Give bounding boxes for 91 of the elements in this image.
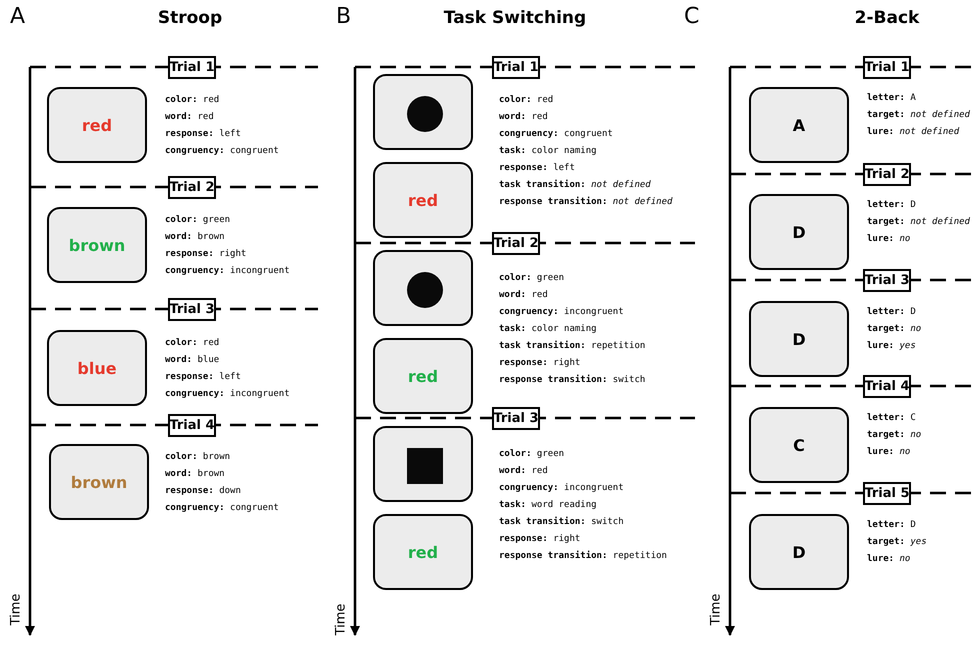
trial-label: Trial 3: [863, 269, 911, 292]
panel-letter: A: [10, 4, 26, 29]
panel-letter: B: [336, 4, 352, 29]
trial-attribute: response: left: [165, 371, 242, 384]
stimulus-word: red: [408, 190, 438, 210]
stimulus-word: A: [792, 116, 806, 134]
stimulus-word: C: [793, 436, 805, 454]
trial-attribute: color: red: [165, 337, 220, 350]
stimulus-screen: [373, 514, 473, 590]
stimulus-word: brown: [70, 472, 128, 492]
trial-attribute: lure: no: [867, 553, 912, 566]
trial-label: Trial 3: [168, 298, 216, 321]
trial-attribute: response: left: [499, 162, 576, 175]
trial-attribute: letter: C: [867, 412, 917, 425]
filled-square: [407, 448, 443, 484]
trial-attribute: target: not defined: [867, 109, 970, 122]
trial-attribute: word: blue: [165, 354, 220, 367]
trial-attribute: congruency: incongruent: [499, 306, 625, 319]
trial-attribute: response transition: repetition: [499, 550, 667, 563]
trial-attribute: color: green: [499, 448, 566, 461]
panel-title: Task Switching: [444, 8, 586, 28]
panel-title: 2-Back: [854, 8, 920, 28]
trial-label: Trial 1: [492, 56, 540, 79]
stimulus-word: red: [82, 116, 112, 134]
axis-label: Time: [708, 594, 724, 626]
trial-label: Trial 2: [492, 232, 540, 255]
trial-label: Trial 4: [863, 375, 911, 398]
trial-label: Trial 2: [863, 163, 911, 186]
trial-attribute: task transition: switch: [499, 516, 625, 529]
trial-attribute: lure: yes: [867, 340, 917, 353]
trial-attribute: response: left: [165, 128, 242, 141]
trial-label: Trial 5: [863, 482, 911, 505]
trial-label: Trial 3: [492, 407, 540, 430]
trial-attribute: response: right: [165, 248, 248, 261]
trial-attribute: task: color naming: [499, 145, 598, 158]
filled-circle: [407, 96, 443, 132]
trial-attribute: task: color naming: [499, 323, 598, 336]
filled-circle: [407, 272, 443, 308]
trial-attribute: congruency: incongruent: [165, 388, 290, 401]
trial-attribute: word: red: [499, 289, 549, 302]
trial-label: Trial 2: [168, 176, 216, 199]
trial-attribute: lure: not defined: [867, 126, 960, 139]
trial-attribute: response: right: [499, 533, 582, 546]
stimulus-word: D: [792, 542, 806, 562]
stimulus-word: red: [408, 366, 438, 386]
trial-attribute: task transition: not defined: [499, 178, 652, 192]
stimulus-screen: [373, 338, 473, 414]
panel-title: Stroop: [158, 8, 222, 28]
stimulus-word: red: [408, 542, 438, 562]
trial-attribute: letter: D: [867, 306, 917, 319]
stimulus-screen: [373, 162, 473, 238]
trial-attribute: target: no: [867, 429, 922, 442]
trial-attribute: word: brown: [165, 231, 226, 244]
trial-attribute: letter: D: [867, 519, 917, 532]
stimulus-word: D: [792, 222, 806, 242]
stimulus-word: brown: [68, 236, 126, 254]
trial-attribute: color: brown: [165, 451, 232, 464]
trial-attribute: letter: D: [867, 199, 917, 212]
trial-attribute: color: green: [499, 272, 566, 285]
trial-attribute: color: red: [499, 94, 554, 107]
trial-attribute: response: right: [499, 357, 582, 370]
axis-label: Time: [333, 604, 348, 636]
trial-attribute: congruency: congruent: [165, 145, 279, 158]
trial-attribute: congruency: congruent: [165, 502, 279, 515]
trial-attribute: color: green: [165, 214, 232, 227]
trial-attribute: task transition: repetition: [499, 340, 646, 353]
trial-attribute: word: brown: [165, 468, 226, 481]
trial-attribute: target: no: [867, 323, 922, 336]
stimulus-word: blue: [77, 358, 117, 378]
trial-attribute: task: word reading: [499, 499, 598, 512]
trial-attribute: word: red: [499, 465, 549, 478]
trial-attribute: congruency: incongruent: [165, 265, 290, 278]
trial-attribute: congruency: incongruent: [499, 482, 625, 495]
trial-label: Trial 1: [168, 56, 216, 79]
stimulus-word: D: [792, 330, 806, 348]
trial-attribute: color: red: [165, 94, 220, 107]
trial-label: Trial 4: [168, 414, 216, 437]
trial-attribute: lure: no: [867, 233, 912, 246]
trial-attribute: lure: no: [867, 446, 912, 459]
trial-attribute: word: red: [165, 111, 215, 124]
trial-attribute: letter: A: [867, 92, 917, 105]
panel-letter: C: [684, 4, 700, 29]
axis-label: Time: [8, 594, 24, 626]
trial-label: Trial 1: [863, 56, 911, 79]
trial-attribute: target: yes: [867, 536, 927, 549]
trial-attribute: response transition: switch: [499, 374, 646, 387]
trial-attribute: target: not defined: [867, 216, 970, 229]
trial-attribute: word: red: [499, 111, 549, 124]
trial-attribute: response: down: [165, 485, 242, 498]
trial-attribute: congruency: congruent: [499, 128, 614, 141]
trial-attribute: response transition: not defined: [499, 196, 672, 209]
